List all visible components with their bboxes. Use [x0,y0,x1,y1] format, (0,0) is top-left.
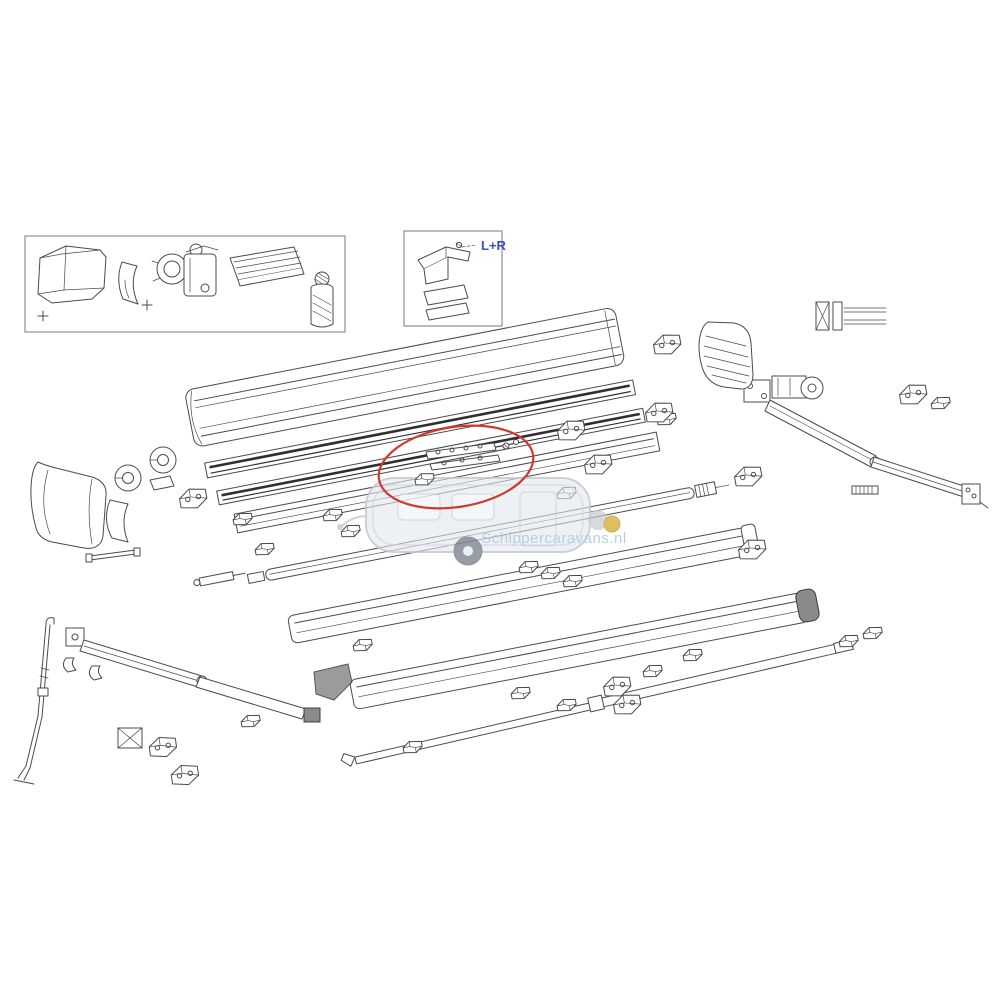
hook-part [88,665,103,681]
lr-inset-box: L+R [403,230,507,327]
caravan-door [519,491,557,547]
hinge-pin [85,547,141,563]
bottom-left-brackets [117,727,201,788]
lr-bracket-part [417,241,477,285]
watermark-ball [603,515,621,533]
hook-part [62,657,77,673]
support-leg [13,617,55,785]
top-rail-clamps [815,301,887,331]
highlighted-bracket-strip [413,439,519,488]
plus-mark [37,310,49,322]
front-profile-end-cap [795,588,820,623]
screw-icon [513,439,519,445]
left-spring-arm [62,627,321,723]
case-lid-profile [185,308,625,447]
lr-label: L+R [481,238,507,253]
motor-gear-assembly [151,243,219,297]
plus-mark [141,299,153,311]
seal-strip-upper [204,379,637,479]
spray-can-part [310,271,334,328]
end-cap-part [37,245,107,322]
roller-end-pin [193,571,246,587]
parts-inset-box [24,235,346,333]
highlight-ellipse [377,424,535,510]
watermark-text: Schippercaravans.nl [481,530,626,547]
flat-box-part [229,246,305,287]
rafter-hook [340,753,356,767]
left-end-caps [30,446,177,563]
lr-spacer-blocks [423,284,470,321]
corner-wedge [313,663,353,701]
right-end-cap [698,321,754,390]
right-spring-arm [743,375,989,509]
curved-bracket-part [118,261,153,311]
front-profile-lower [349,588,820,710]
